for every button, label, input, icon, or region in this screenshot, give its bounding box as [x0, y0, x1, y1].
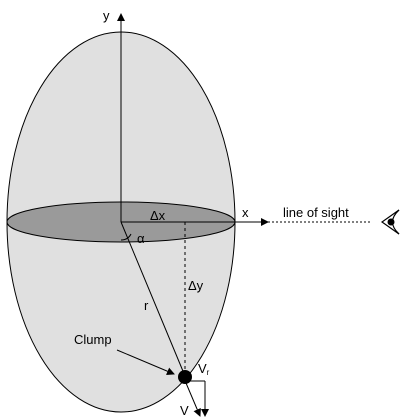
- x-axis-label: x: [242, 205, 249, 220]
- alpha-label: α: [137, 231, 145, 246]
- velocity-label: V: [180, 403, 189, 418]
- clump-arrow: [116, 349, 175, 375]
- eye-icon: [380, 209, 400, 235]
- velocity-arrow: [185, 382, 201, 417]
- vr-label-sub: r: [207, 368, 210, 377]
- vr-label-main: V: [198, 361, 207, 376]
- clump-label: Clump: [74, 332, 112, 347]
- radius-label: r: [144, 298, 149, 313]
- clump-point: [178, 370, 192, 384]
- line-of-sight-label: line of sight: [283, 205, 349, 220]
- radius-line: [120, 221, 186, 377]
- vr-label: Vr: [198, 361, 210, 377]
- y-axis-label: y: [103, 8, 110, 23]
- delta-x-label: Δx: [150, 208, 166, 223]
- delta-y-label: Δy: [188, 278, 204, 293]
- alpha-arc: [120, 233, 132, 241]
